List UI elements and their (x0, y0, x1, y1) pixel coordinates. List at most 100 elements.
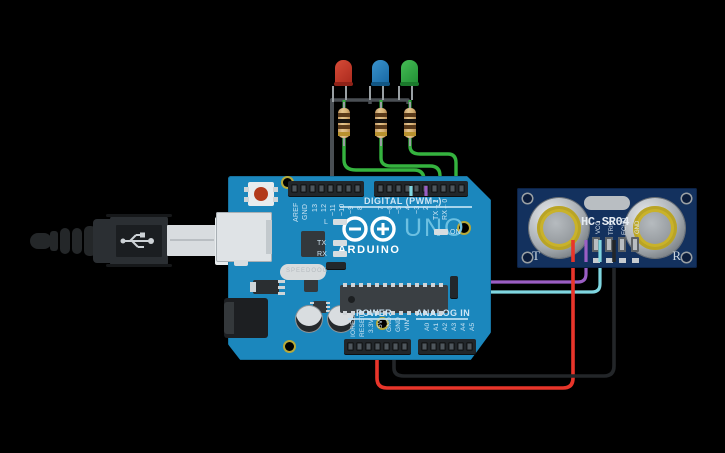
electrolytic-capacitor-1 (296, 306, 322, 332)
led-label-RX: RX (317, 251, 328, 258)
crystal-label: SPEEDOOG (286, 268, 329, 274)
led-red-lip (334, 82, 353, 86)
led-indicator-TX (333, 240, 347, 246)
led-green[interactable] (398, 60, 419, 102)
led-label-L: L (324, 219, 329, 226)
mounting-hole-tl (283, 178, 292, 187)
sensor-pad-vcc[interactable] (592, 237, 600, 252)
voltage-regulator-pin2 (278, 286, 285, 289)
usb-cord-ring2 (72, 228, 82, 254)
led-indicator-RX (333, 251, 347, 257)
sensor-screw-tl (523, 194, 532, 203)
resistor-2-band-2 (375, 119, 387, 123)
resistor-2-band-3 (375, 125, 387, 129)
power-header-label: POWER (356, 308, 393, 318)
sensor-transmitter-letter: T (532, 248, 540, 263)
resistor-2-band-1 (375, 113, 387, 117)
usb-interface-chip (301, 231, 325, 257)
digital-header-left[interactable] (288, 181, 364, 196)
atmega328p-microcontroller (340, 283, 448, 315)
led-green-leg-anode (411, 86, 413, 100)
sensor-crystal (584, 196, 630, 210)
sensor-pad-echo[interactable] (618, 237, 626, 252)
resistor-3-lead-bottom (409, 138, 411, 146)
reset-button-tab-r2 (273, 197, 278, 202)
arduino-wordmark: ARDUINO (338, 244, 401, 256)
arduino-uno-board[interactable]: SPEEDOOG ARDUINO UNO L (216, 175, 492, 361)
sensor-receiver (625, 198, 685, 258)
led-blue-bulb (372, 60, 389, 86)
resistor-3-band-4 (404, 132, 416, 136)
led-label-ON: ON (450, 229, 461, 236)
resistor-3-band-2 (404, 119, 416, 123)
silk-line-power (348, 318, 406, 320)
resistor-3-band-1 (404, 113, 416, 117)
usb-cord-ring1 (60, 228, 70, 254)
usb-b-jack-foot (234, 260, 248, 266)
resistor-2-lead-bottom (380, 138, 382, 146)
reset-button[interactable] (248, 182, 274, 206)
resistor-2-band-4 (375, 132, 387, 136)
digital-header-right[interactable] (374, 181, 468, 196)
resistor-1-band-2 (338, 119, 350, 123)
atmega-pins-bottom (343, 311, 445, 315)
icsp-header-2[interactable] (450, 276, 458, 298)
resistor-2[interactable] (375, 102, 387, 146)
reset-button-tab-l2 (244, 197, 249, 202)
mounting-hole-br (378, 319, 387, 328)
sensor-receiver-mesh (639, 212, 671, 244)
silk-line-analog (416, 318, 468, 320)
mounting-hole-bl (285, 342, 294, 351)
sensor-screw-bl (523, 253, 532, 262)
led-red-leg-anode (345, 86, 347, 100)
voltage-regulator-tab (250, 282, 256, 292)
reset-button-tab-r (273, 187, 278, 192)
led-blue-leg-cathode (369, 86, 371, 100)
resistor-3-band-3 (404, 125, 416, 129)
voltage-regulator-pin3 (278, 292, 285, 295)
usb-icon (120, 232, 154, 248)
mounting-hole-tr (459, 223, 469, 233)
led-red[interactable] (332, 60, 353, 102)
usb-connector-strain (106, 214, 172, 217)
analog-header-label: ANALOG IN (416, 308, 471, 318)
crystal-oscillator (280, 264, 326, 280)
sensor-receiver-letter: R (672, 248, 681, 263)
silk-line-digital (340, 206, 472, 208)
sensor-solder-gnd (632, 258, 639, 263)
sensor-transmitter-mesh (543, 212, 575, 244)
power-barrel-jack-face (224, 302, 234, 334)
sensor-screw-tr (682, 194, 691, 203)
smd-chip-soic-pins-r (326, 302, 330, 312)
power-header[interactable] (344, 339, 411, 354)
usb-connector-strain-b (106, 264, 172, 267)
arduino-infinity-logo (342, 216, 396, 242)
resistor-1-lead-bottom (343, 138, 345, 146)
voltage-regulator-pin1 (278, 280, 285, 283)
resistor-1-band-3 (338, 125, 350, 129)
resistor-2-lead-top (380, 102, 382, 110)
usb-metal-seam (170, 239, 214, 241)
led-green-bulb (401, 60, 418, 86)
sensor-pad-trig[interactable] (605, 237, 613, 252)
resistor-1-band-4 (338, 132, 350, 136)
resistor-3[interactable] (404, 102, 416, 146)
resistor-1[interactable] (338, 102, 350, 146)
resistor-1-lead-top (343, 102, 345, 110)
digital-header-label: DIGITAL (PWM~) (364, 196, 442, 206)
icsp-header-1[interactable] (326, 262, 346, 269)
resistor-1-band-1 (338, 113, 350, 117)
usb-b-jack[interactable] (216, 212, 272, 262)
led-indicator-L (333, 219, 347, 225)
voltage-regulator (253, 280, 279, 294)
led-blue[interactable] (369, 60, 390, 102)
atmega-pins-top (343, 283, 445, 287)
uno-wordmark: UNO (404, 214, 466, 242)
sensor-solder-echo (619, 258, 626, 263)
analog-header[interactable] (418, 339, 476, 354)
usb-b-jack-shadow (266, 220, 272, 254)
sensor-pad-gnd[interactable] (631, 237, 639, 252)
sensor-screw-br (682, 253, 691, 262)
